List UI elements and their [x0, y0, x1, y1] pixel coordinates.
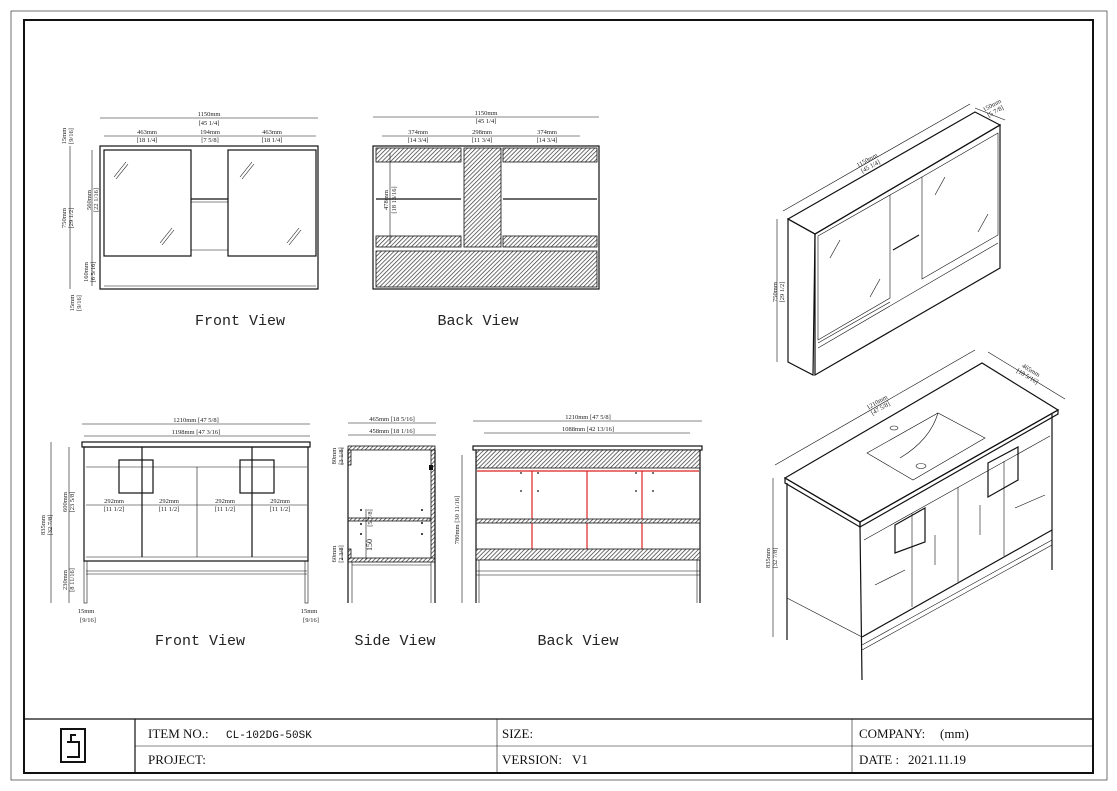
dim-bottom-gap: 15mm [69, 295, 76, 312]
dim-door-3: 292mm [215, 498, 235, 505]
dim-height-in: [18 13/16] [391, 186, 398, 213]
dim-left-door-in: [18 1/4] [137, 137, 158, 144]
dim-left-in: [14 3/4] [408, 137, 429, 144]
dim-width: 1150mm [475, 110, 498, 117]
dim-height: 780mm [30 11/16] [454, 496, 461, 545]
dim-bottom-shelf: 160mm [83, 262, 90, 282]
dim-door-4: 292mm [270, 498, 290, 505]
handle [894, 506, 926, 554]
vanity-side-view: 465mm [18 5/16] 458mm [18 1/16] 80mm[3 1… [331, 416, 436, 650]
dim-top-gap-in: [9/16] [68, 128, 75, 144]
dim-right-leg: 15mm [301, 608, 318, 615]
view-label: Side View [354, 633, 435, 650]
dim-depth: 465mm [18 5/16] [369, 416, 415, 423]
dim-center-in: [7 5/8] [201, 137, 219, 144]
company-value: (mm) [940, 726, 969, 741]
dim-top-rail: 80mm [331, 448, 338, 465]
dim-center: 298mm [472, 129, 492, 136]
size-label: SIZE: [502, 726, 533, 741]
dim-width-in: [45 1/4] [199, 120, 220, 127]
dim-body-height-in: [23 5/8] [69, 492, 76, 513]
dim-height: 478mm [383, 190, 390, 210]
dim-door-2-in: [11 1/2] [159, 506, 180, 513]
dim-body-height: 600mm [62, 492, 69, 512]
dim-right-door-in: [18 1/4] [262, 137, 283, 144]
dim-height-in: [29 1/2] [779, 282, 786, 303]
inner-border [23, 19, 1094, 774]
dim-leg-height-in: [8 11/16] [69, 568, 76, 592]
mirror-front-view: 1150mm [45 1/4] 463mm [18 1/4] 194mm [7 … [61, 111, 319, 330]
vanity-back-view: 1210mm [47 5/8] 1088mm [42 13/16] 780mm … [454, 414, 703, 650]
dim-door-3-in: [11 1/2] [215, 506, 236, 513]
dim-right-leg-in: [9/16] [303, 617, 319, 624]
dim-door-4-in: [11 1/2] [270, 506, 291, 513]
dim-height: 750mm [61, 208, 68, 228]
date-label: DATE : [859, 752, 899, 767]
version-label: VERSION: [502, 752, 562, 767]
mirror-back-view: 1150mm [45 1/4] 374mm [14 3/4] 298mm [11… [372, 110, 600, 330]
view-label: Back View [537, 633, 618, 650]
dim-height-in: [32 7/8] [772, 548, 779, 569]
dim-bottom-gap-in: [9/16] [76, 295, 83, 311]
sink-faucet-logo-icon [60, 728, 86, 763]
dim-top-gap: 15mm [61, 128, 68, 145]
version-value: V1 [572, 752, 588, 767]
date-value: 2021.11.19 [908, 752, 966, 767]
dim-bottom-rail: 60mm [331, 546, 338, 563]
dim-top-rail-in: [3 1/8] [338, 447, 345, 465]
dim-door-1: 292mm [104, 498, 124, 505]
dim-left-leg-in: [9/16] [80, 617, 96, 624]
dim-door-height-in: [22 1/16] [93, 188, 100, 212]
view-label: Front View [155, 633, 245, 650]
dim-height: 835mm [40, 515, 47, 535]
dim-right-door: 463mm [262, 129, 282, 136]
dim-center-in: [11 3/4] [472, 137, 493, 144]
dim-shelf-height-in: [5 7/8] [367, 509, 374, 527]
dim-height-in: [32 7/8] [47, 515, 54, 536]
mirror-isometric-view: 1150mm[45 1/4] 150mm[5 7/8] 750mm[29 1/2… [772, 98, 1006, 377]
dim-width-in: [45 1/4] [476, 118, 497, 125]
dim-door-2: 292mm [159, 498, 179, 505]
dim-door-1-in: [11 1/2] [104, 506, 125, 513]
dim-right-in: [14 3/4] [537, 137, 558, 144]
dim-right: 374mm [537, 129, 557, 136]
company-label: COMPANY: [859, 726, 925, 741]
dim-leg-height: 230mm [62, 570, 69, 590]
item-no-value: CL-102DG-50SK [226, 730, 312, 742]
dim-body-width: 1198mm [47 3/16] [172, 429, 221, 436]
dim-center: 194mm [200, 129, 220, 136]
dim-height: 835mm [765, 548, 772, 568]
project-label: PROJECT: [148, 752, 206, 767]
dim-width: 1210mm [47 5/8] [565, 414, 611, 421]
dim-inner-width: 1088mm [42 13/16] [562, 426, 614, 433]
dim-bottom-shelf-in: [6 5/16] [90, 262, 97, 283]
dim-height: 750mm [772, 282, 779, 302]
title-block: ITEM NO.: CL-102DG-50SK PROJECT: SIZE: V… [24, 718, 1093, 773]
dim-width: 1210mm [47 5/8] [173, 417, 219, 424]
view-label: Front View [195, 313, 285, 330]
view-label: Back View [437, 313, 518, 330]
item-no-label: ITEM NO.: [148, 726, 209, 741]
sink-basin [866, 412, 986, 481]
dim-bottom-rail-in: [2 3/8] [338, 545, 345, 563]
dim-shelf-height: 150 [365, 539, 374, 551]
dim-width: 1150mm [198, 111, 221, 118]
dim-left-leg: 15mm [78, 608, 95, 615]
handle [987, 446, 1019, 499]
dim-body-depth: 458mm [18 1/16] [369, 428, 415, 435]
outer-border [10, 10, 1108, 781]
handle [118, 459, 154, 494]
handle [239, 459, 275, 494]
dim-door-height: 560mm [86, 190, 93, 210]
vanity-isometric-view: 1210mm[47 5/8] 465mm[18 5/16] 835mm[32 7… [765, 349, 1066, 681]
dim-left: 374mm [408, 129, 428, 136]
dim-left-door: 463mm [137, 129, 157, 136]
vanity-front-view: 1210mm [47 5/8] 1198mm [47 3/16] 292mm [… [40, 417, 319, 650]
mirror-glass-marks [113, 161, 302, 246]
dim-height-in: [29 1/2] [68, 208, 75, 229]
